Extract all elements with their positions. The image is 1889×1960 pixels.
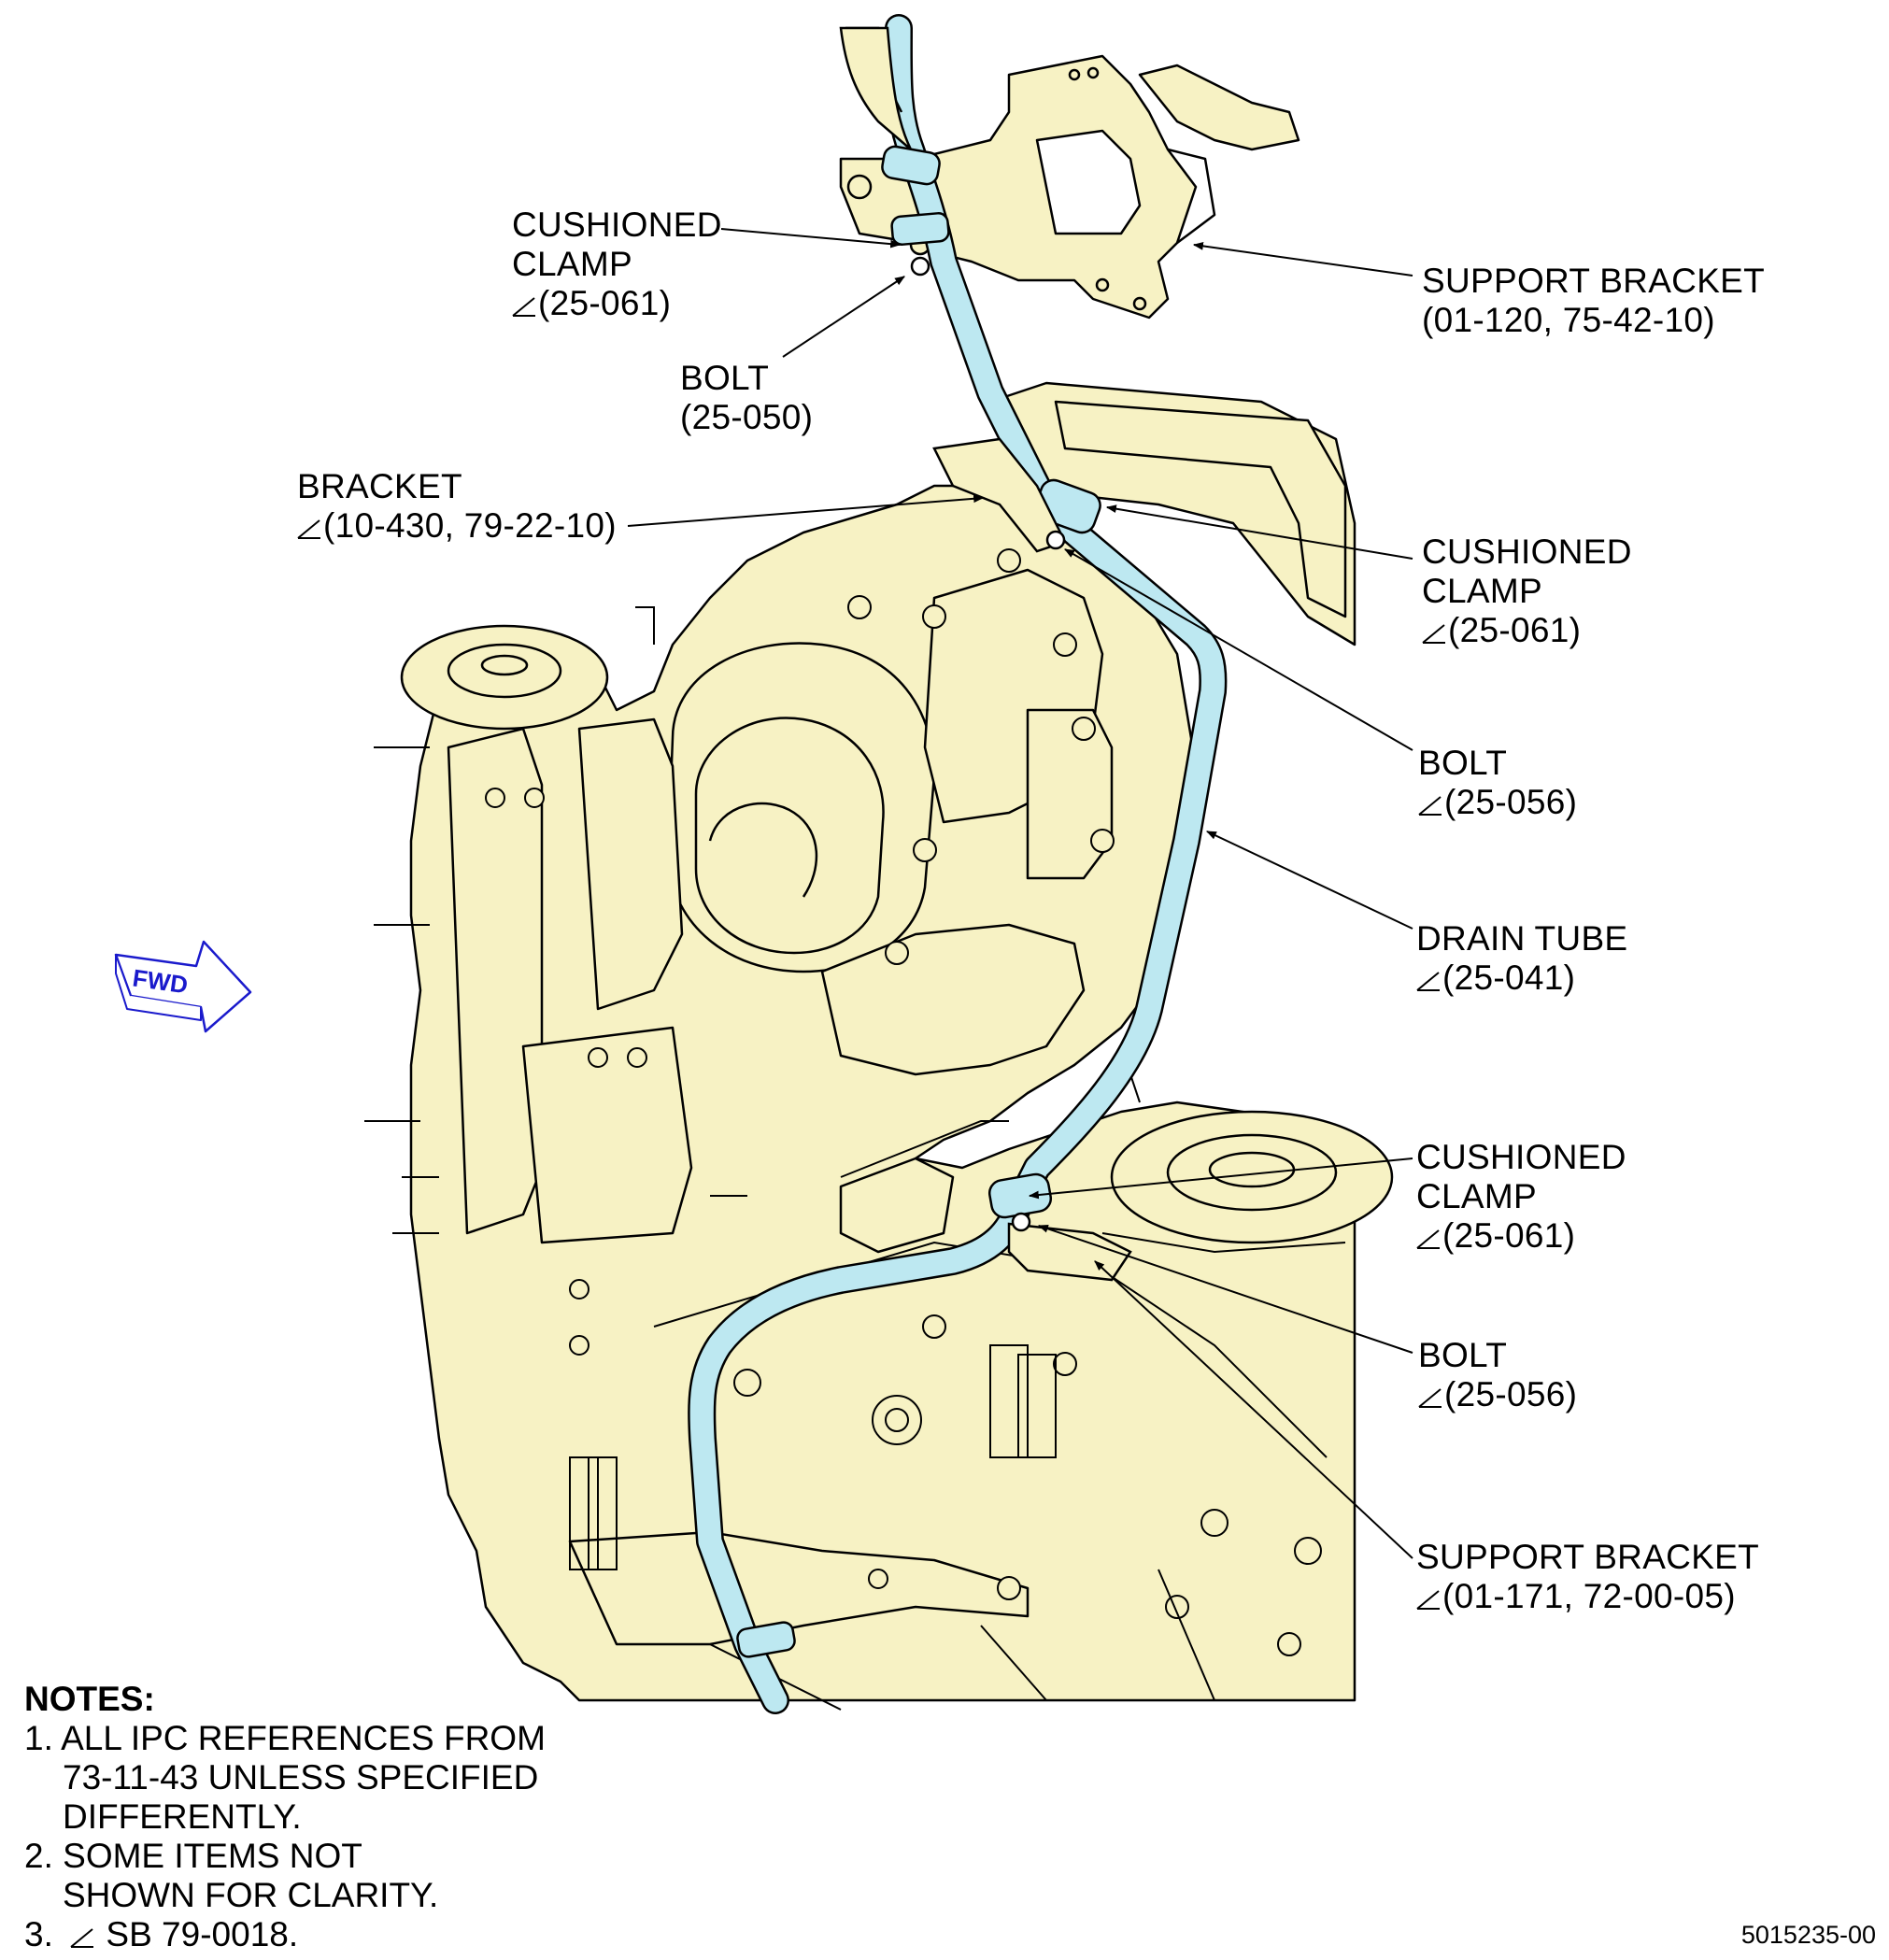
revision-mark-icon bbox=[1416, 1589, 1441, 1610]
callout-ref: (01-120, 75-42-10) bbox=[1422, 301, 1715, 339]
callout-line: CLAMP bbox=[1416, 1177, 1537, 1215]
upper-support-bracket bbox=[839, 54, 1300, 320]
callout-ref: (25-041) bbox=[1442, 959, 1576, 997]
callout-line: BOLT bbox=[1418, 1336, 1508, 1374]
callout-bolt-top: BOLT (25-050) bbox=[680, 359, 813, 437]
callout-line: CLAMP bbox=[1422, 572, 1542, 610]
note-text: ALL IPC REFERENCES FROM bbox=[61, 1719, 546, 1757]
callout-line: BOLT bbox=[1418, 744, 1508, 782]
callout-line: CUSHIONED bbox=[1422, 533, 1632, 571]
note-text: SOME ITEMS NOT bbox=[63, 1837, 362, 1875]
note-number: 3. bbox=[24, 1915, 53, 1953]
callout-ref: (25-056) bbox=[1444, 783, 1578, 821]
callout-line: SUPPORT BRACKET bbox=[1422, 262, 1766, 300]
fwd-arrow: FWD bbox=[114, 940, 252, 1033]
callout-ref: (01-171, 72-00-05) bbox=[1442, 1577, 1736, 1615]
callout-support-bracket-low: SUPPORT BRACKET (01-171, 72-00-05) bbox=[1416, 1538, 1759, 1616]
note-number: 1. bbox=[24, 1719, 53, 1757]
engine-body bbox=[400, 381, 1394, 1702]
note-text: DIFFERENTLY. bbox=[63, 1797, 302, 1836]
note-text: SB 79-0018. bbox=[106, 1915, 299, 1953]
revision-mark-icon bbox=[1416, 1229, 1441, 1249]
notes-heading: NOTES: bbox=[24, 1680, 155, 1718]
callout-cushioned-clamp-low: CUSHIONED CLAMP (25-061) bbox=[1416, 1138, 1626, 1256]
note-item-3: 3. SB 79-0018. bbox=[24, 1915, 546, 1954]
callout-ref: (10-430, 79-22-10) bbox=[323, 506, 617, 545]
revision-mark-icon bbox=[297, 518, 321, 539]
callout-bolt-mid: BOLT (25-056) bbox=[1418, 744, 1577, 822]
callout-ref: (25-056) bbox=[1444, 1375, 1578, 1413]
callout-bolt-low: BOLT (25-056) bbox=[1418, 1336, 1577, 1414]
note-number: 2. bbox=[24, 1837, 53, 1875]
callout-line: DRAIN TUBE bbox=[1416, 919, 1628, 958]
callout-line: CLAMP bbox=[512, 245, 632, 283]
callout-ref: (25-050) bbox=[680, 398, 814, 436]
note-item-1: 1. ALL IPC REFERENCES FROM bbox=[24, 1719, 546, 1758]
note-text: SHOWN FOR CLARITY. bbox=[63, 1876, 439, 1914]
callout-support-bracket-top: SUPPORT BRACKET (01-120, 75-42-10) bbox=[1422, 262, 1765, 340]
tube-clamps bbox=[736, 145, 1101, 1658]
revision-mark-icon bbox=[1416, 971, 1441, 991]
leader-lines bbox=[627, 228, 1413, 1559]
callout-line: BOLT bbox=[680, 359, 770, 397]
callout-line: CUSHIONED bbox=[512, 206, 722, 244]
notes-block: NOTES: 1. ALL IPC REFERENCES FROM 73-11-… bbox=[24, 1680, 546, 1954]
revision-mark-icon bbox=[1418, 1387, 1442, 1408]
revision-mark-icon bbox=[512, 296, 536, 317]
callout-ref: (25-061) bbox=[538, 284, 672, 322]
callout-drain-tube: DRAIN TUBE (25-041) bbox=[1416, 919, 1627, 998]
revision-mark-icon bbox=[70, 1927, 94, 1948]
callout-cushioned-clamp-mid: CUSHIONED CLAMP (25-061) bbox=[1422, 533, 1632, 650]
callout-line: SUPPORT BRACKET bbox=[1416, 1538, 1760, 1576]
callout-ref: (25-061) bbox=[1442, 1216, 1576, 1255]
revision-mark-icon bbox=[1418, 795, 1442, 816]
note-text: 73-11-43 UNLESS SPECIFIED bbox=[63, 1758, 539, 1797]
note-item-2: 2. SOME ITEMS NOT bbox=[24, 1837, 546, 1876]
callout-line: CUSHIONED bbox=[1416, 1138, 1626, 1176]
callout-line: BRACKET bbox=[297, 467, 462, 505]
revision-mark-icon bbox=[1422, 623, 1446, 644]
callout-bracket: BRACKET (10-430, 79-22-10) bbox=[297, 467, 617, 546]
figure-number: 5015235-00 bbox=[1740, 1921, 1876, 1949]
callout-ref: (25-061) bbox=[1448, 611, 1582, 649]
tube-brackets-bolts bbox=[910, 256, 1132, 1282]
callout-cushioned-clamp-top: CUSHIONED CLAMP (25-061) bbox=[512, 206, 722, 323]
